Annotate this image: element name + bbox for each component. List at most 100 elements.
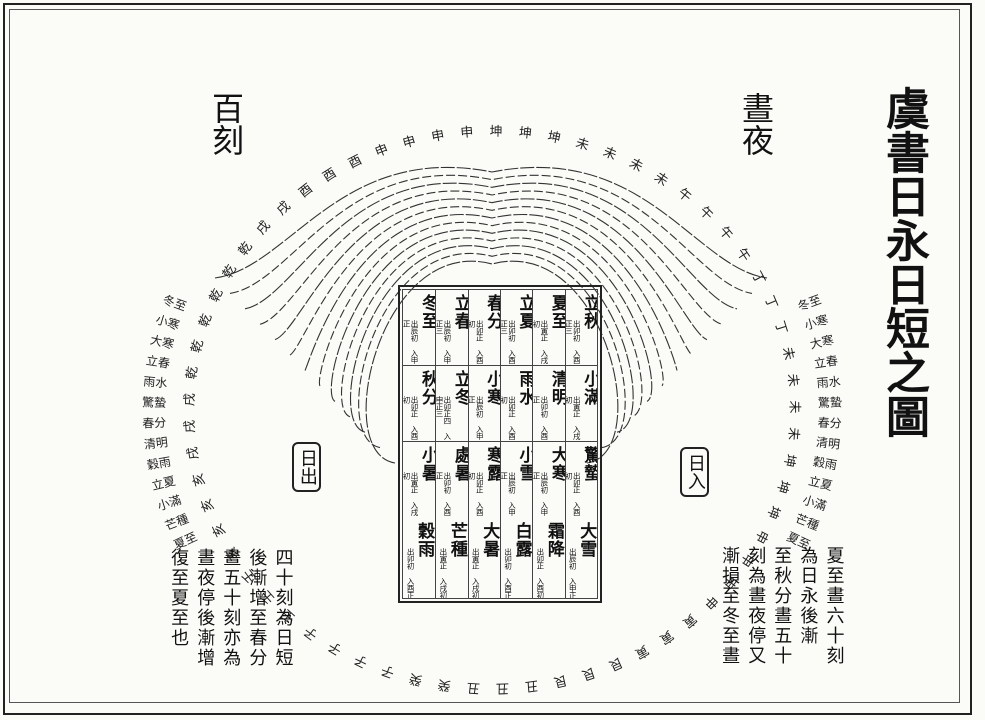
seasonal-arc [330, 229, 653, 402]
term-detail: 出卯正四 入申正三 [435, 395, 452, 440]
hour-mark: 乾 [184, 365, 201, 380]
term-cell: 芒種出寅正 入戌初 [435, 517, 467, 598]
term-detail: 出寅正 入戌初 [532, 320, 549, 364]
term-detail: 出寅正 入戌初 [403, 471, 420, 516]
hour-mark: 亥 [191, 471, 209, 487]
term-detail: 出辰初 入申正 [467, 395, 485, 440]
hour-mark: 酉 [320, 166, 339, 186]
ray-label: 小滿 [801, 493, 828, 514]
hour-mark: 未 [574, 136, 591, 154]
term-detail: 出卯正 入酉初 [467, 320, 485, 364]
seasonal-arc [365, 260, 619, 464]
term-name: 芒種 [446, 521, 467, 558]
term-cell: 穀雨出卯初 入酉正 [403, 518, 435, 599]
hour-ring: 亥亥戌戌戌乾乾乾乾乾乾戌戌酉酉酉申申申申坤坤坤未未未未午午午午丁丁丁未未未未坤坤… [182, 125, 801, 696]
hour-mark: 寅 [657, 627, 677, 648]
term-cell: 立夏出卯初 入酉正三 [499, 290, 533, 366]
seasonal-arc [259, 190, 723, 325]
term-cell: 白露出卯初 入酉正 [499, 517, 532, 598]
hour-mark: 乾 [207, 287, 226, 305]
term-detail: 出卯正 入酉初 [467, 471, 485, 516]
term-cell: 冬至出辰初 入申正 [403, 290, 436, 366]
term-name: 穀雨 [414, 521, 435, 558]
term-cell: 小暑出寅正 入戌初 [403, 442, 435, 518]
hour-mark: 丁 [761, 294, 780, 312]
term-cell: 秋分出卯正 入酉初 [403, 366, 436, 442]
seasonal-arc [274, 198, 708, 341]
seasonal-arc [244, 182, 738, 310]
hour-mark: 丁 [771, 319, 789, 336]
term-name: 大暑 [479, 521, 500, 558]
hour-mark: 子 [379, 662, 396, 681]
term-cell: 處暑出卯初 入酉正 [435, 441, 468, 518]
term-cell: 寒露出卯正 入酉初 [467, 441, 500, 518]
ray-label: 立春 [813, 352, 839, 370]
term-name: 小雪 [515, 445, 533, 482]
term-detail: 出辰初 入申正 [568, 547, 578, 599]
hour-mark: 癸 [437, 676, 452, 693]
hour-mark: 亥 [210, 521, 229, 539]
term-name: 立夏 [515, 294, 533, 330]
term-name: 大雪 [576, 521, 597, 558]
seasonal-arc [289, 206, 693, 356]
seasonal-arc [341, 237, 643, 418]
hour-mark: 酉 [346, 153, 364, 172]
hour-mark: 未 [786, 400, 801, 413]
hour-mark: 申 [751, 527, 770, 545]
term-cell: 大暑出寅正 入戌初 [467, 517, 500, 598]
term-detail: 出辰初 入申正 [499, 471, 517, 516]
hour-mark: 申 [401, 134, 418, 152]
term-name: 立冬 [450, 369, 468, 406]
term-name: 冬至 [418, 294, 436, 330]
hour-mark: 坤 [764, 503, 783, 521]
term-cell: 小滿出寅正 入戌初 [564, 365, 597, 442]
term-detail: 出卯初 入酉正 [532, 395, 549, 440]
ray-label: 大寒 [808, 332, 835, 352]
term-name: 霜降 [543, 521, 564, 558]
hour-mark: 午 [675, 186, 695, 206]
inner-frame [9, 9, 960, 703]
hour-mark: 子 [301, 623, 320, 643]
seasonal-arc [350, 245, 634, 433]
hour-mark: 子 [352, 651, 370, 670]
note-right: 夏至晝六十刻 為日永後漸 至秋分晝五十 刻為晝夜停又 漸損至冬至晝 [719, 546, 845, 666]
ray-label: 立夏 [150, 473, 177, 493]
seasonal-arcs [214, 166, 768, 464]
term-name: 立春 [450, 294, 468, 330]
term-detail: 出卯正 入酉初 [535, 547, 545, 599]
term-name: 寒露 [483, 445, 500, 482]
term-cell: 大雪出辰初 入申正 [564, 517, 597, 599]
hour-mark: 未 [785, 427, 801, 441]
term-name: 小滿 [580, 369, 597, 406]
label-zhouye: 晝夜 [737, 92, 775, 156]
hour-mark: 未 [784, 373, 800, 388]
term-detail: 出卯初 入酉正三 [564, 320, 582, 364]
outer-frame [3, 3, 972, 715]
term-name: 處暑 [450, 445, 468, 482]
diagram-title: 虞書日永日短之圖 [878, 86, 929, 438]
term-cell: 春分出卯正 入酉初 [467, 290, 500, 366]
term-cell: 清明出卯初 入酉正 [532, 365, 565, 442]
ray-label: 清明 [143, 435, 168, 452]
ray-label: 芒種 [163, 510, 191, 533]
hour-mark: 戌 [183, 419, 199, 433]
seasonal-arc [214, 166, 768, 279]
ray-label: 驚蟄 [818, 394, 842, 410]
ray-label: 小寒 [803, 311, 830, 332]
label-baike: 百刻 [207, 92, 245, 156]
hour-mark: 乾 [220, 262, 239, 281]
hour-mark: 坤 [773, 478, 791, 495]
hour-mark: 乾 [236, 239, 256, 258]
term-detail: 出卯正 入酉初 [403, 395, 420, 440]
hour-mark: 丑 [466, 679, 480, 695]
hour-mark: 戌 [182, 393, 197, 407]
hour-mark: 子 [326, 638, 345, 658]
term-cell: 小雪出辰初 入申正 [499, 441, 533, 518]
term-detail: 出辰初 入申正三 [435, 320, 452, 364]
hour-mark: 寅 [679, 610, 699, 631]
ray-label: 驚蟄 [142, 394, 166, 410]
hour-mark: 丁 [748, 269, 767, 288]
seasonal-arc [304, 214, 678, 371]
term-name: 小暑 [418, 445, 436, 482]
